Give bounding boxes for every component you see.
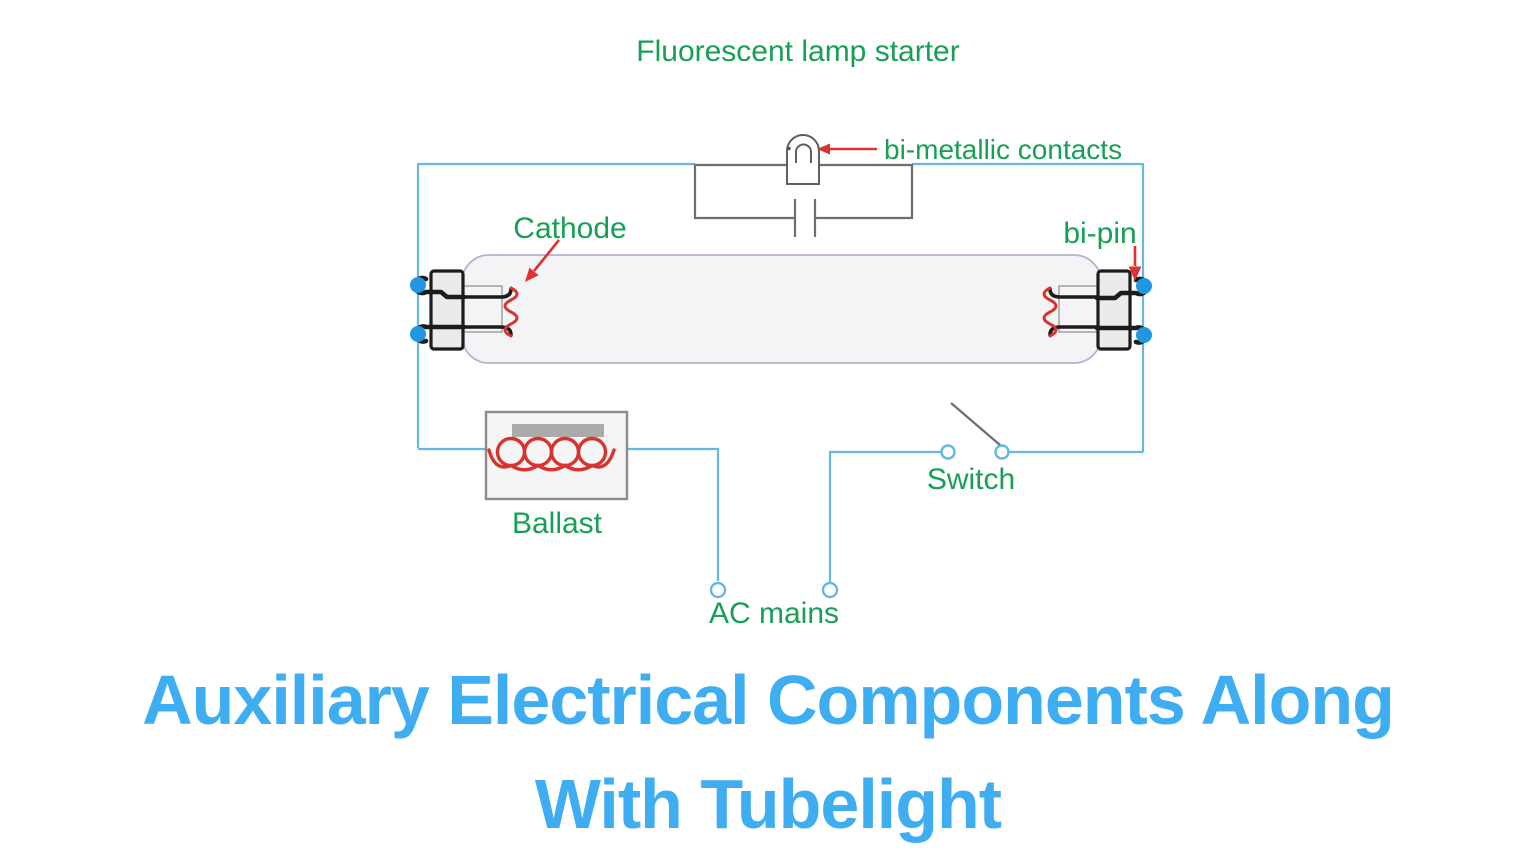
wire-mains-to-switch [828, 450, 941, 583]
switch-contact-right [994, 444, 1010, 460]
ac-mains-terminals [709, 581, 839, 599]
switch-contact-left [940, 444, 956, 460]
label-bimetallic-contacts: bi-metallic contacts [884, 134, 1122, 165]
caption-line1: Auxiliary Electrical Components Along [142, 661, 1395, 739]
wire-left-and-top [416, 162, 695, 448]
switch-lever [950, 402, 1001, 446]
end-cap-right [1096, 269, 1132, 351]
label-ac-mains: AC mains [709, 597, 839, 630]
electrode-support [462, 325, 513, 337]
ballast-core-bar [512, 424, 604, 437]
pin-contact-dot [1136, 278, 1152, 294]
electrode-support [1048, 325, 1099, 337]
cathode-filament-left [503, 286, 519, 338]
caption-line2: With Tubelight [534, 765, 1002, 843]
ballast-coil-loop [576, 436, 608, 468]
tube-light [410, 254, 1152, 364]
starter-contact-dot [787, 146, 791, 151]
bipin-arrowhead [1128, 266, 1142, 281]
electrode-support [462, 287, 513, 299]
cathode-filament-right [1042, 286, 1058, 338]
end-cap-left [429, 269, 465, 351]
ac-terminal-right [821, 581, 839, 599]
cathode-arrowhead [525, 267, 539, 282]
cathode-arrow [532, 239, 561, 272]
ballast-symbol [484, 410, 629, 501]
starter-bulb [786, 134, 820, 185]
label-cathode: Cathode [513, 212, 626, 245]
switch-symbol [940, 402, 1010, 460]
bimetallic-arrowhead [817, 143, 830, 155]
annotation-arrows [525, 143, 1142, 282]
caption: Auxiliary Electrical Components Along Wi… [0, 648, 1536, 856]
pin-contact-dot [1136, 327, 1152, 343]
label-bipin: bi-pin [1063, 217, 1136, 250]
starter-bulb-inner-contact [795, 143, 812, 163]
starter-symbol [693, 134, 914, 237]
ac-terminal-left [709, 581, 727, 599]
pin-contact-dot [410, 277, 426, 293]
label-ballast: Ballast [512, 507, 603, 540]
diagram-title: Fluorescent lamp starter [636, 35, 959, 68]
label-switch: Switch [927, 463, 1015, 496]
tube-glass-body [461, 254, 1102, 364]
diagram-labels: Fluorescent lamp starter bi-metallic con… [512, 35, 1137, 630]
pin-contact-dot [410, 326, 426, 342]
electrode-support [1048, 287, 1099, 299]
wire-top-right-and-right [912, 162, 1145, 452]
